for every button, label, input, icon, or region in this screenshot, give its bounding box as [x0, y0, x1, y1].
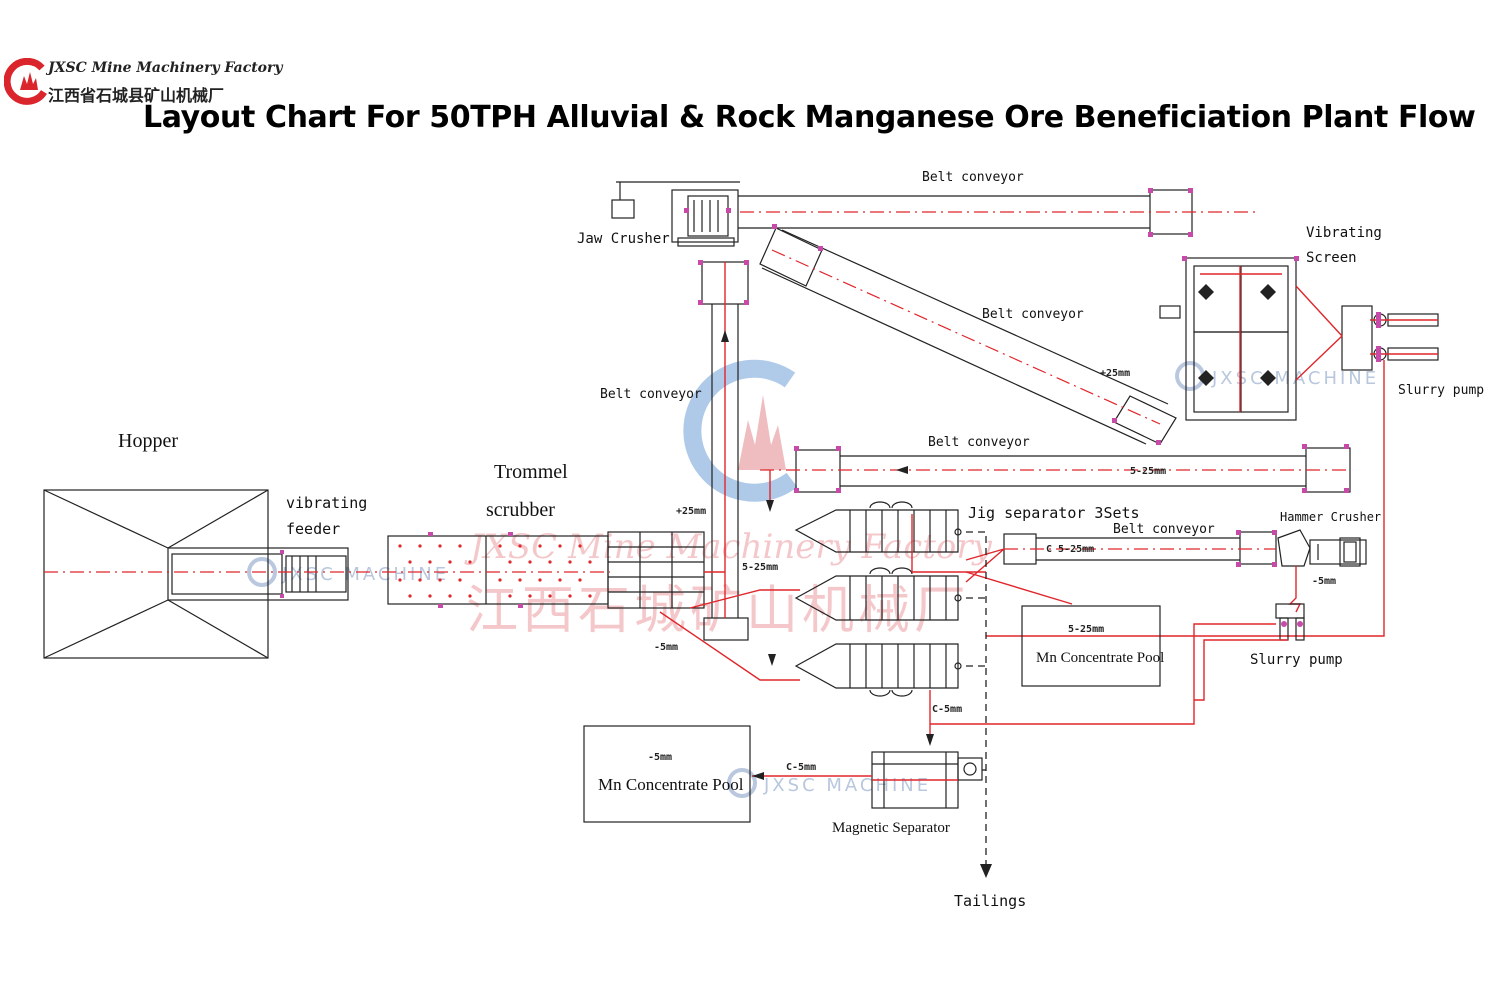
- belt-conveyor-middle: [760, 444, 1351, 493]
- belt-conveyor-diag-label: Belt conveyor: [982, 307, 1084, 322]
- watermark-machine-1: JXSC MACHINE: [247, 557, 449, 587]
- mn-pool-left-size: -5mm: [648, 752, 672, 763]
- hopper: [43, 489, 269, 659]
- dim-minus5-left: -5mm: [654, 642, 678, 653]
- dim-525-left: 5-25mm: [742, 562, 778, 573]
- slurry-pump-top: [1341, 305, 1439, 371]
- mn-concentrate-pool-left: [583, 725, 751, 823]
- watermark-factory-cn: 江西石城矿山机械厂: [466, 581, 970, 641]
- trommel-scrubber: [387, 531, 705, 609]
- hammer-crusher: [1277, 529, 1367, 567]
- slurry-pump-top-label: Slurry pump: [1398, 383, 1484, 398]
- dim-c5-mag: C-5mm: [786, 762, 816, 773]
- jig-separator-2: [794, 567, 962, 621]
- mn-pool-right-size: 5-25mm: [1068, 624, 1104, 635]
- trommel-label-1: Trommel: [494, 461, 568, 483]
- jaw-crusher: [611, 181, 740, 247]
- flow-trommel-to-jig2: [689, 589, 800, 609]
- dim-plus25-diag: +25mm: [1100, 368, 1130, 379]
- hammer-crusher-label: Hammer Crusher: [1280, 510, 1381, 524]
- belt-conveyor-left-label: Belt conveyor: [600, 387, 702, 402]
- dim-plus25-left: +25mm: [676, 506, 706, 517]
- page-title: Layout Chart For 50TPH Alluvial & Rock M…: [143, 100, 1476, 135]
- dim-525-belt-mid: 5-25mm: [1130, 466, 1166, 477]
- vibrating-screen: [1159, 256, 1299, 421]
- jig-separator-3: [794, 643, 962, 697]
- dim-minus5-hammer: -5mm: [1312, 576, 1336, 587]
- tailings-arrow: [980, 864, 992, 878]
- belt-conveyor-right-label: Belt conveyor: [1113, 522, 1215, 537]
- belt-conveyor-vertical: [698, 260, 749, 641]
- company-name-cn: 江西省石城县矿山机械厂: [48, 86, 225, 105]
- mn-concentrate-pool-right: [1021, 605, 1161, 687]
- belt-conveyor-top: [738, 188, 1255, 237]
- flow-pump-to-magnetic: [930, 623, 1276, 725]
- slurry-pump-bottom: [1275, 603, 1305, 641]
- slurry-pump-bottom-label: Slurry pump: [1250, 652, 1343, 668]
- tailings-label: Tailings: [954, 892, 1026, 910]
- dim-c5-jig: C-5mm: [932, 704, 962, 715]
- vibrating-screen-label-2: Screen: [1306, 250, 1357, 266]
- flow-pump-return: [986, 360, 1385, 637]
- magnetic-separator-label: Magnetic Separator: [832, 820, 950, 836]
- hopper-label: Hopper: [118, 430, 178, 452]
- watermark-factory-en: JXSC Mine Machinery Factory: [464, 527, 993, 567]
- flow-jig-to-pool: [965, 571, 1073, 605]
- trommel-label-2: scrubber: [486, 499, 555, 521]
- svg-text:JXSC MACHINE: JXSC MACHINE: [763, 775, 931, 796]
- tailings-line: [966, 531, 987, 870]
- mn-pool-left-label: Mn Concentrate Pool: [598, 775, 744, 794]
- vibrating-screen-label-1: Vibrating: [1306, 225, 1382, 241]
- watermark-logo-center: [683, 359, 798, 502]
- company-logo: [4, 58, 47, 105]
- mn-pool-right-label: Mn Concentrate Pool: [1036, 650, 1164, 666]
- belt-conveyor-mid-label: Belt conveyor: [928, 435, 1030, 450]
- belt-conveyor-top-label: Belt conveyor: [922, 170, 1024, 185]
- vibrating-feeder: [167, 547, 349, 601]
- dim-c525-belt: C 5-25mm: [1046, 544, 1094, 555]
- company-name-en: JXSC Mine Machinery Factory: [48, 60, 283, 76]
- belt-conveyor-diagonal: [759, 224, 1177, 445]
- jaw-crusher-label: Jaw Crusher: [577, 231, 670, 247]
- jig-separator-1: [794, 501, 962, 553]
- vibrating-feeder-label-2: feeder: [286, 520, 340, 538]
- magnetic-separator: [871, 751, 983, 809]
- svg-text:JXSC MACHINE: JXSC MACHINE: [1211, 368, 1379, 389]
- vibrating-feeder-label-1: vibrating: [286, 494, 367, 512]
- flow-screen-to-pump: [1295, 285, 1343, 381]
- svg-text:JXSC MACHINE: JXSC MACHINE: [281, 564, 449, 585]
- jig-separator-label: Jig separator 3Sets: [968, 504, 1140, 522]
- flow-trommel-fines: [659, 611, 800, 681]
